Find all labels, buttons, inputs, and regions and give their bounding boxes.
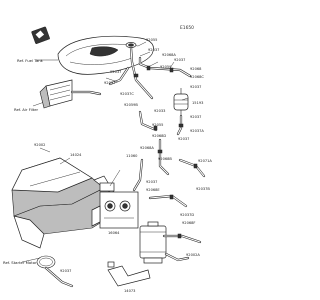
part-label: 92071A — [198, 159, 212, 163]
manual-hand-icon — [31, 26, 50, 44]
part-label: 92037C — [120, 92, 134, 96]
part-label: 92068E — [146, 188, 160, 192]
part-label: 92037 — [178, 137, 189, 141]
leader-lines — [39, 41, 189, 187]
bottom-bracket — [107, 261, 151, 287]
part-label: 92055 — [152, 123, 163, 127]
valve-assembly — [91, 182, 139, 229]
part-label: 92068D — [152, 134, 166, 138]
small-clamps — [133, 65, 198, 239]
part-label: 92037 — [104, 81, 115, 85]
diagram-code: E1650 — [180, 25, 194, 31]
part-label: 92037B — [196, 187, 210, 191]
part-label: 92037 — [146, 180, 157, 184]
part-label: 16064 — [108, 231, 120, 235]
part-label: 14024 — [70, 153, 82, 157]
part-label: 11060 — [126, 154, 138, 158]
hoses — [44, 46, 206, 288]
part-label: 92037 — [174, 58, 185, 62]
part-label: 92059B — [124, 103, 138, 107]
part-label: 92068 — [190, 67, 202, 71]
ref-air-filter: Ref. Air Filter — [14, 107, 39, 112]
ref-starter-motor: Ref. Starter Motor — [3, 260, 37, 265]
part-label: 92068A — [140, 146, 154, 150]
part-label: 92059 — [160, 65, 172, 69]
part-label: 92055 — [146, 38, 157, 42]
part-label: 92037 — [60, 269, 71, 273]
part-label: 92037 — [148, 48, 159, 52]
part-label: 92037D — [180, 213, 194, 217]
part-label: 92002 — [34, 143, 45, 147]
parts-diagram-page: E1650 Ref. Fuel Tank Ref. Air Filter Ref… — [3, 25, 213, 293]
part-label: 92068B — [158, 157, 172, 161]
labels: E1650 Ref. Fuel Tank Ref. Air Filter Ref… — [3, 25, 212, 293]
part-label: 92037 — [190, 85, 201, 89]
fuel-filter — [173, 88, 189, 116]
part-label: 92068C — [190, 75, 204, 79]
part-label: 15193 — [192, 101, 203, 105]
part-label: 92037 — [110, 70, 121, 74]
part-label: 92068A — [162, 53, 176, 57]
part-label: 92033 — [154, 109, 165, 113]
fuel-tank — [57, 35, 154, 75]
part-label: 14073 — [124, 289, 135, 293]
part-label: 92037A — [190, 129, 204, 133]
fuel-evaporative-system-diagram: E1650 Ref. Fuel Tank Ref. Air Filter Ref… — [3, 25, 212, 293]
charcoal-canister — [139, 221, 167, 264]
part-label: 92002A — [186, 253, 200, 257]
hose-clamp — [36, 255, 56, 269]
part-label: 92068F — [182, 221, 196, 225]
ref-fuel-tank: Ref. Fuel Tank — [17, 58, 44, 63]
air-filter-box — [39, 79, 73, 109]
part-label: 92037 — [190, 115, 201, 119]
